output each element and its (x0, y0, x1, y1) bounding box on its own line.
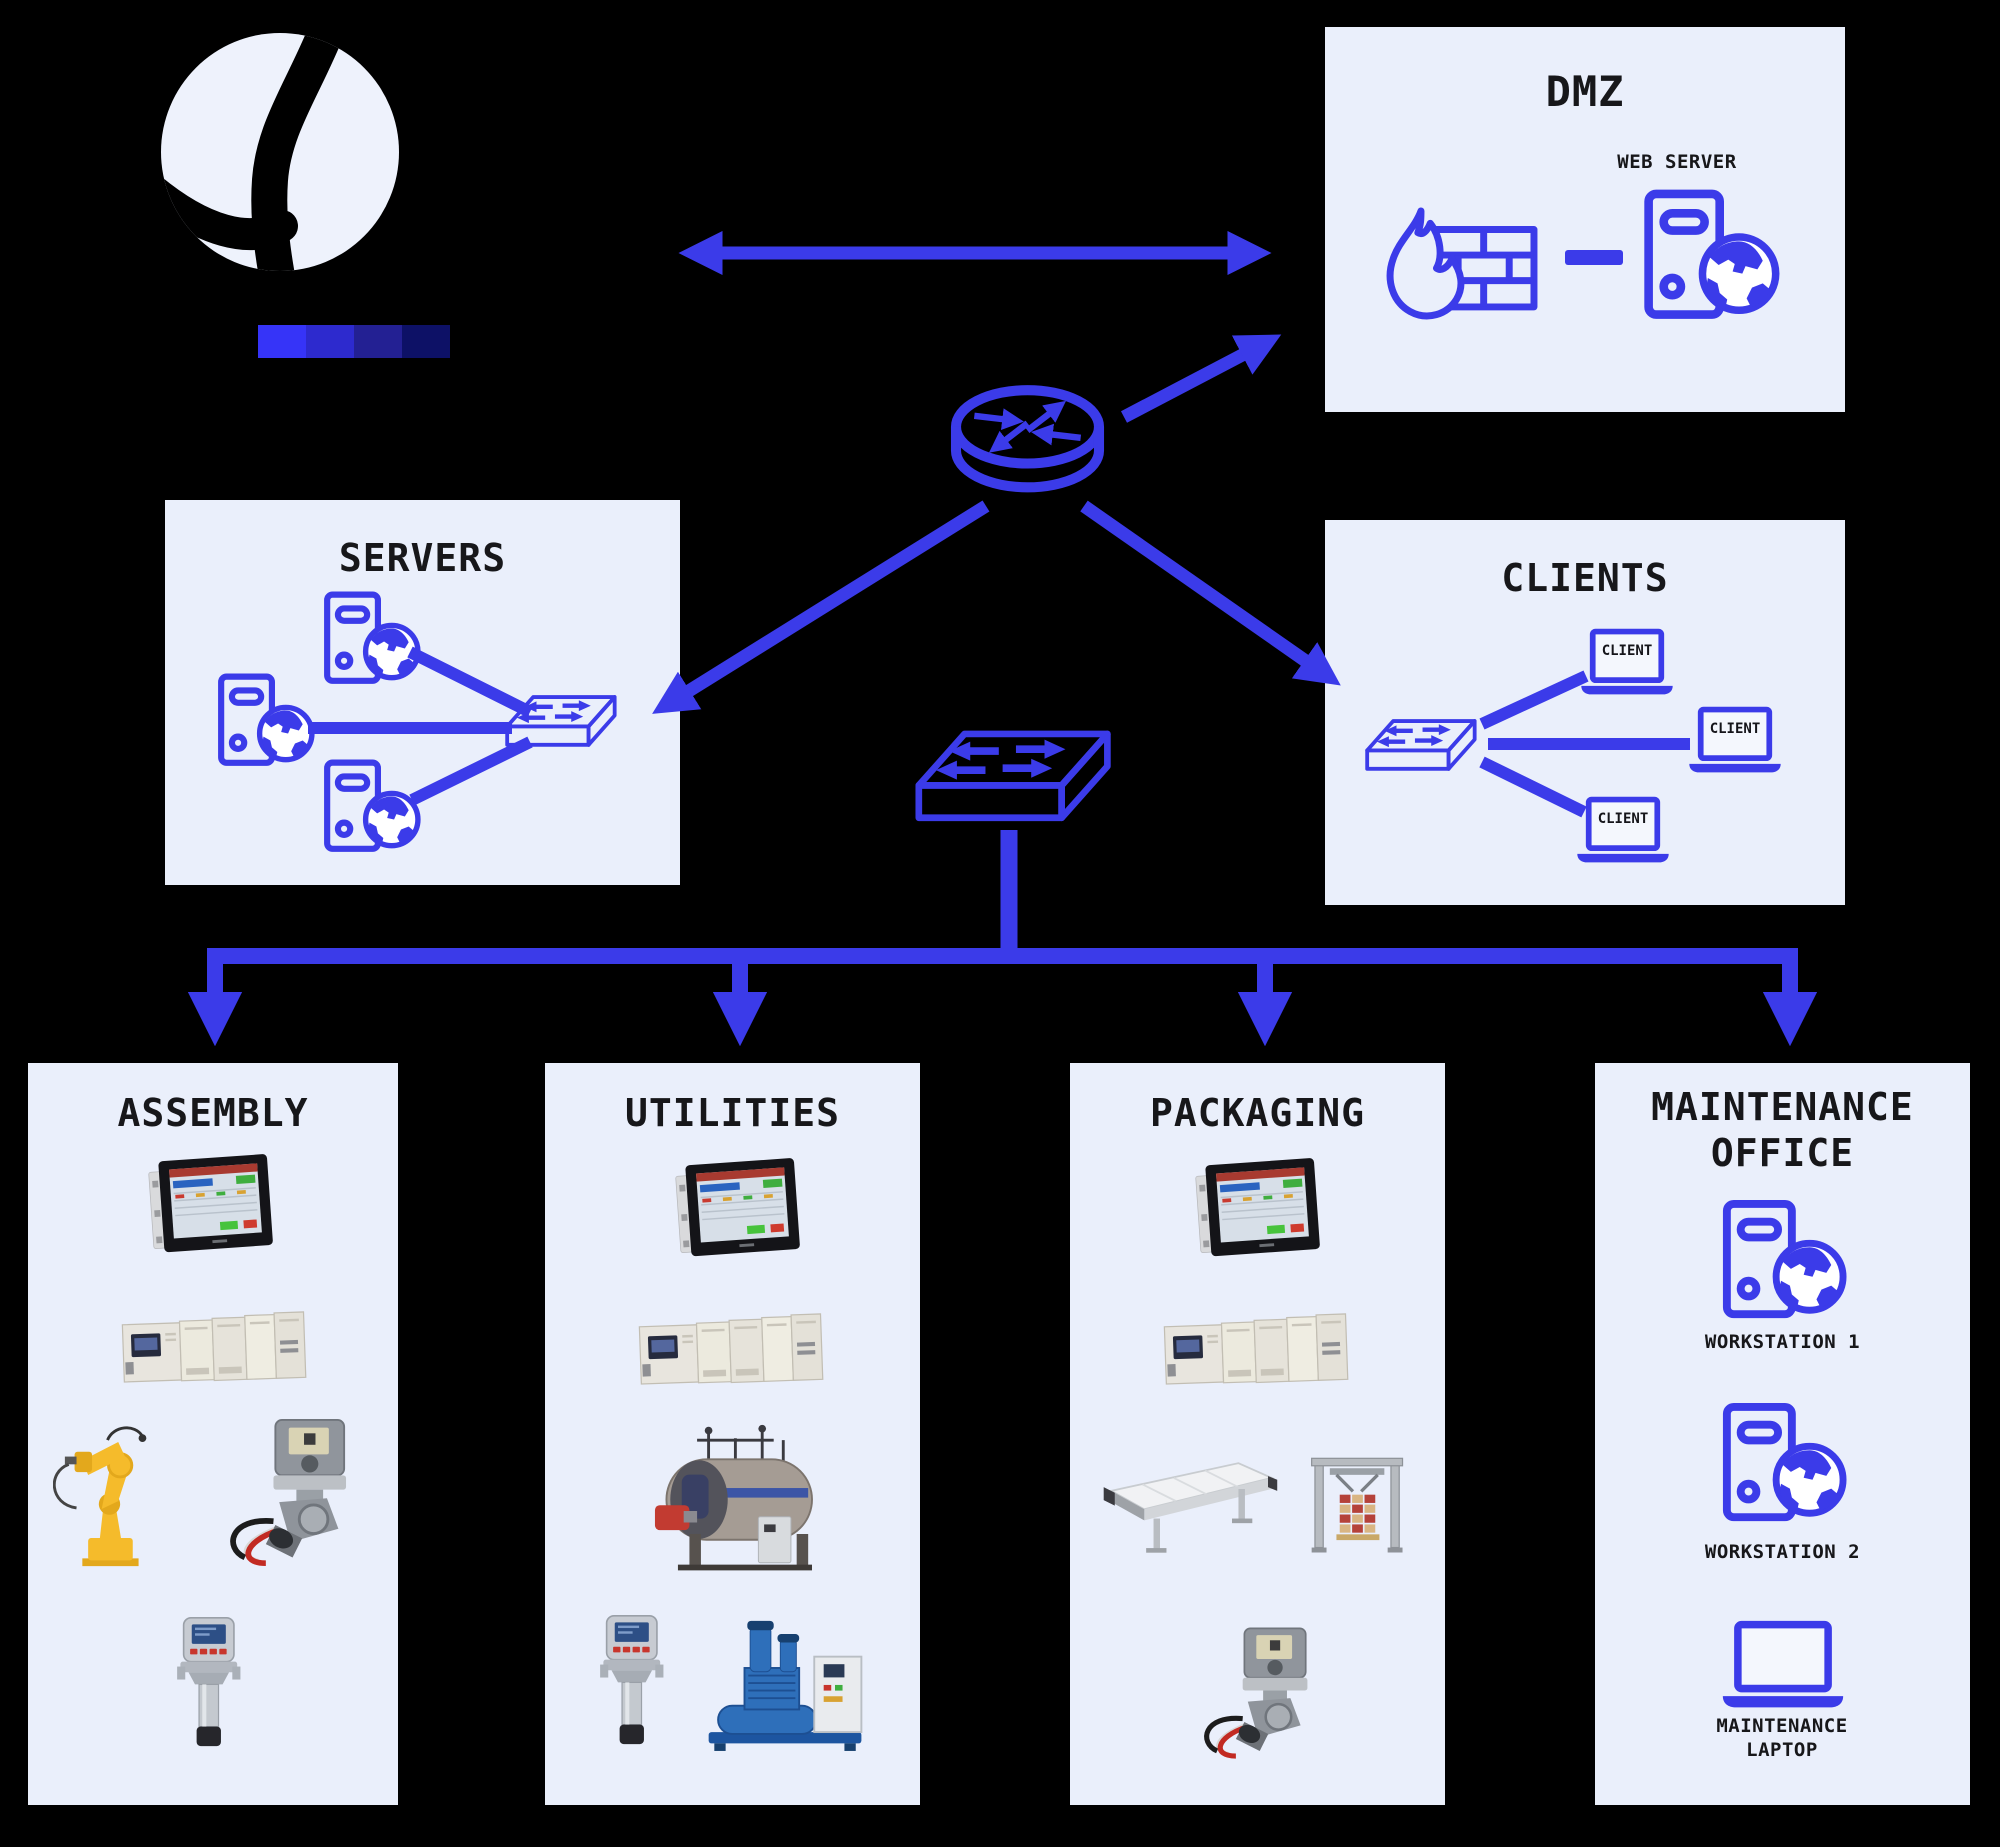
core-switch-icon (915, 728, 1115, 838)
hmi-panel-image (1191, 1151, 1323, 1264)
hmi-panel-image (671, 1151, 803, 1264)
gradient-segment (354, 325, 402, 358)
maintenance-laptop-label: MAINTENANCE LAPTOP (1716, 1715, 1848, 1761)
robot-arm-image (53, 1411, 165, 1571)
flow-sensor-image (174, 1613, 246, 1755)
workstation1-label: WORKSTATION 1 (1704, 1331, 1861, 1353)
dmz-panel: DMZ WEB SERVER (1325, 27, 1845, 412)
switch-icon (505, 690, 619, 760)
utilities-title: UTILITIES (625, 1091, 840, 1135)
laptop-icon (1573, 794, 1673, 868)
plc-rack-image (635, 1302, 826, 1401)
firewall-server-link (1565, 250, 1623, 265)
arrow-router-dmz (1120, 334, 1282, 423)
laptop-icon (1577, 626, 1677, 700)
server-globe-icon (321, 758, 421, 858)
arrow-router-servers (652, 500, 990, 714)
dmz-title: DMZ (1545, 67, 1625, 116)
maintenance-laptop-icon (1717, 1619, 1849, 1713)
client-laptop: CLIENT (1573, 794, 1673, 868)
server-globe-icon (321, 590, 421, 690)
web-server-label: WEB SERVER (1617, 151, 1737, 173)
assembly-title: ASSEMBLY (117, 1091, 309, 1135)
gradient-segment (306, 325, 354, 358)
clients-panel: CLIENTS CLIENT CLIENT CLIENT (1325, 520, 1845, 905)
web-server-icon (1640, 185, 1780, 330)
maintenance-title: MAINTENANCE OFFICE (1651, 1085, 1914, 1175)
solenoid-valve-image (220, 1413, 368, 1573)
plc-rack-image (1160, 1302, 1351, 1401)
firewall-icon (1373, 190, 1551, 348)
flow-sensor-image (597, 1611, 669, 1753)
utilities-zone-panel: UTILITIES (545, 1063, 920, 1805)
arrow-router-clients (1080, 500, 1341, 686)
brand-gradient-bar (258, 325, 450, 358)
gradient-segment (402, 325, 450, 358)
palletizer-image (1310, 1451, 1405, 1559)
gradient-segment (258, 325, 306, 358)
workstation-icon (1719, 1401, 1847, 1529)
maintenance-zone-panel: MAINTENANCE OFFICE WORKSTATION 1 WORK (1595, 1063, 1970, 1805)
bird-logo (158, 30, 403, 275)
router-icon (945, 382, 1110, 512)
switch-icon (1365, 714, 1479, 784)
compressor-skid-image (703, 1613, 868, 1755)
client-label: CLIENT (1709, 721, 1761, 737)
client-laptop: CLIENT (1685, 704, 1785, 778)
solenoid-valve-image (1195, 1621, 1327, 1766)
client-label: CLIENT (1597, 811, 1649, 827)
hmi-panel-image (144, 1147, 276, 1260)
workstation2-label: WORKSTATION 2 (1704, 1541, 1861, 1563)
packaging-zone-panel: PACKAGING (1070, 1063, 1445, 1805)
client-laptop: CLIENT (1577, 626, 1677, 700)
packaging-title: PACKAGING (1150, 1091, 1365, 1135)
server-globe-icon (215, 672, 315, 772)
workstation-icon (1719, 1198, 1847, 1326)
laptop-icon (1685, 704, 1785, 778)
assembly-zone-panel: ASSEMBLY (28, 1063, 398, 1805)
plc-rack-image (118, 1300, 309, 1399)
clients-title: CLIENTS (1501, 556, 1669, 600)
client-label: CLIENT (1601, 643, 1653, 659)
steam-boiler-image (637, 1421, 829, 1579)
servers-title: SERVERS (338, 536, 507, 580)
conveyor-image (1100, 1453, 1280, 1561)
servers-panel: SERVERS (165, 500, 680, 885)
